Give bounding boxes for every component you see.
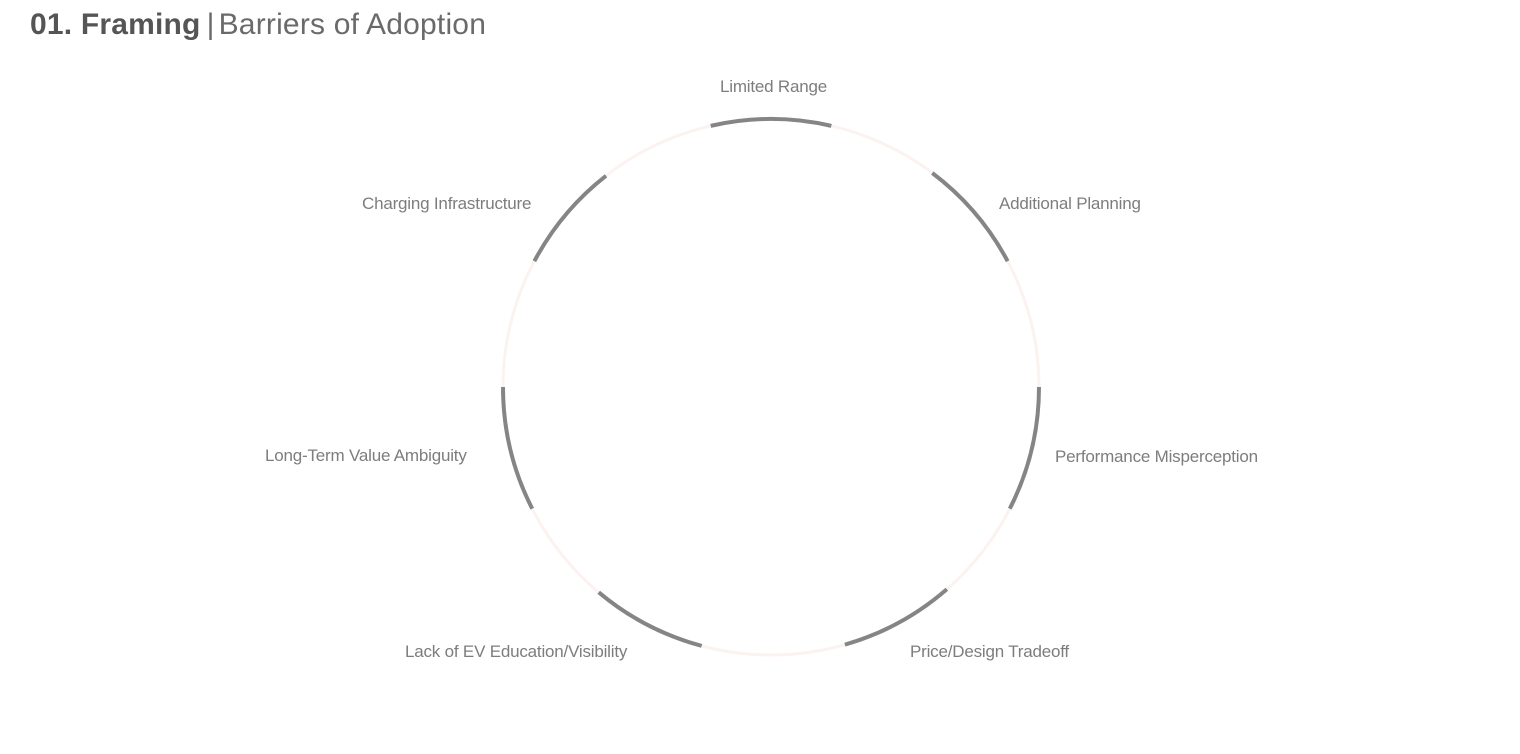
page-title: 01. Framing|Barriers of Adoption xyxy=(30,6,486,44)
barrier-arc-lack-of-ev-education xyxy=(597,590,703,648)
barrier-arc-limited-range xyxy=(710,117,832,128)
barrier-label-limited-range: Limited Range xyxy=(720,77,828,96)
barrier-label-charging-infrastructure: Charging Infrastructure xyxy=(362,194,532,213)
barrier-arc-price-design-tradeoff xyxy=(844,587,949,647)
barrier-arcs xyxy=(501,117,1041,648)
barrier-label-long-term-value-ambiguity: Long-Term Value Ambiguity xyxy=(265,446,467,465)
title-separator: | xyxy=(206,8,215,41)
barrier-label-lack-of-ev-education: Lack of EV Education/Visibility xyxy=(405,642,628,661)
barrier-label-additional-planning: Additional Planning xyxy=(999,194,1141,213)
barrier-label-price-design-tradeoff: Price/Design Tradeoff xyxy=(910,642,1069,661)
barrier-arc-additional-planning xyxy=(931,171,1010,263)
cycle-ring xyxy=(501,117,1041,657)
barrier-arc-long-term-value-ambiguity xyxy=(501,386,534,510)
barrier-arc-charging-infrastructure xyxy=(532,174,608,263)
page-title-section: 01. Framing xyxy=(30,8,201,41)
page-title-subject: Barriers of Adoption xyxy=(218,8,487,41)
barrier-arc-performance-misperception xyxy=(1008,386,1041,510)
barrier-label-performance-misperception: Performance Misperception xyxy=(1055,447,1258,466)
